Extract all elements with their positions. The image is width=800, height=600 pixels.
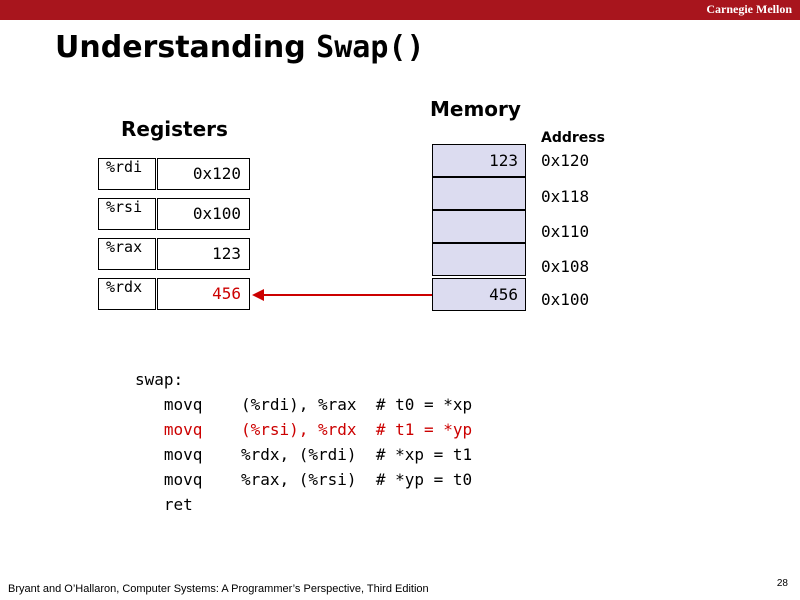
page-number: 28 [776,578,788,589]
code-line: movq %rdx, (%rdi) # *xp = t1 [135,445,473,464]
memory-cell [432,177,526,210]
code-line-highlighted: movq (%rsi), %rdx # t1 = *yp [135,420,473,439]
code-line: ret [135,495,193,514]
memory-cell: 456 [432,278,526,311]
register-value-highlighted: 456 [157,278,250,310]
address-heading: Address [541,130,605,146]
header-bar: Carnegie Mellon [0,0,800,20]
code-line: swap: [135,370,184,389]
code-line: movq (%rdi), %rax # t0 = *xp [135,395,473,414]
memory-cell [432,243,526,276]
memory-cell: 123 [432,144,526,177]
slide-title-text: Understanding [55,30,317,65]
register-name: %rdx [98,278,156,310]
assembly-code: swap: movq (%rdi), %rax # t0 = *xp movq … [135,367,472,517]
register-value: 123 [157,238,250,270]
brand-logo: Carnegie Mellon [706,2,792,16]
slide-title-code: Swap() [316,30,425,65]
memory-address: 0x100 [541,290,590,309]
memory-address: 0x120 [541,151,590,170]
memory-address: 0x110 [541,222,590,241]
register-name: %rdi [98,158,156,190]
memory-address: 0x108 [541,257,590,276]
memory-address: 0x118 [541,187,590,206]
register-value: 0x100 [157,198,250,230]
memory-cell [432,210,526,243]
arrow-head-icon [252,289,264,301]
register-name: %rsi [98,198,156,230]
slide-title: Understanding Swap() [55,30,425,65]
registers-heading: Registers [121,117,228,141]
register-value: 0x120 [157,158,250,190]
code-line: movq %rax, (%rsi) # *yp = t0 [135,470,473,489]
footer-citation: Bryant and O’Hallaron, Computer Systems:… [8,583,429,595]
memory-heading: Memory [430,97,521,121]
register-name: %rax [98,238,156,270]
